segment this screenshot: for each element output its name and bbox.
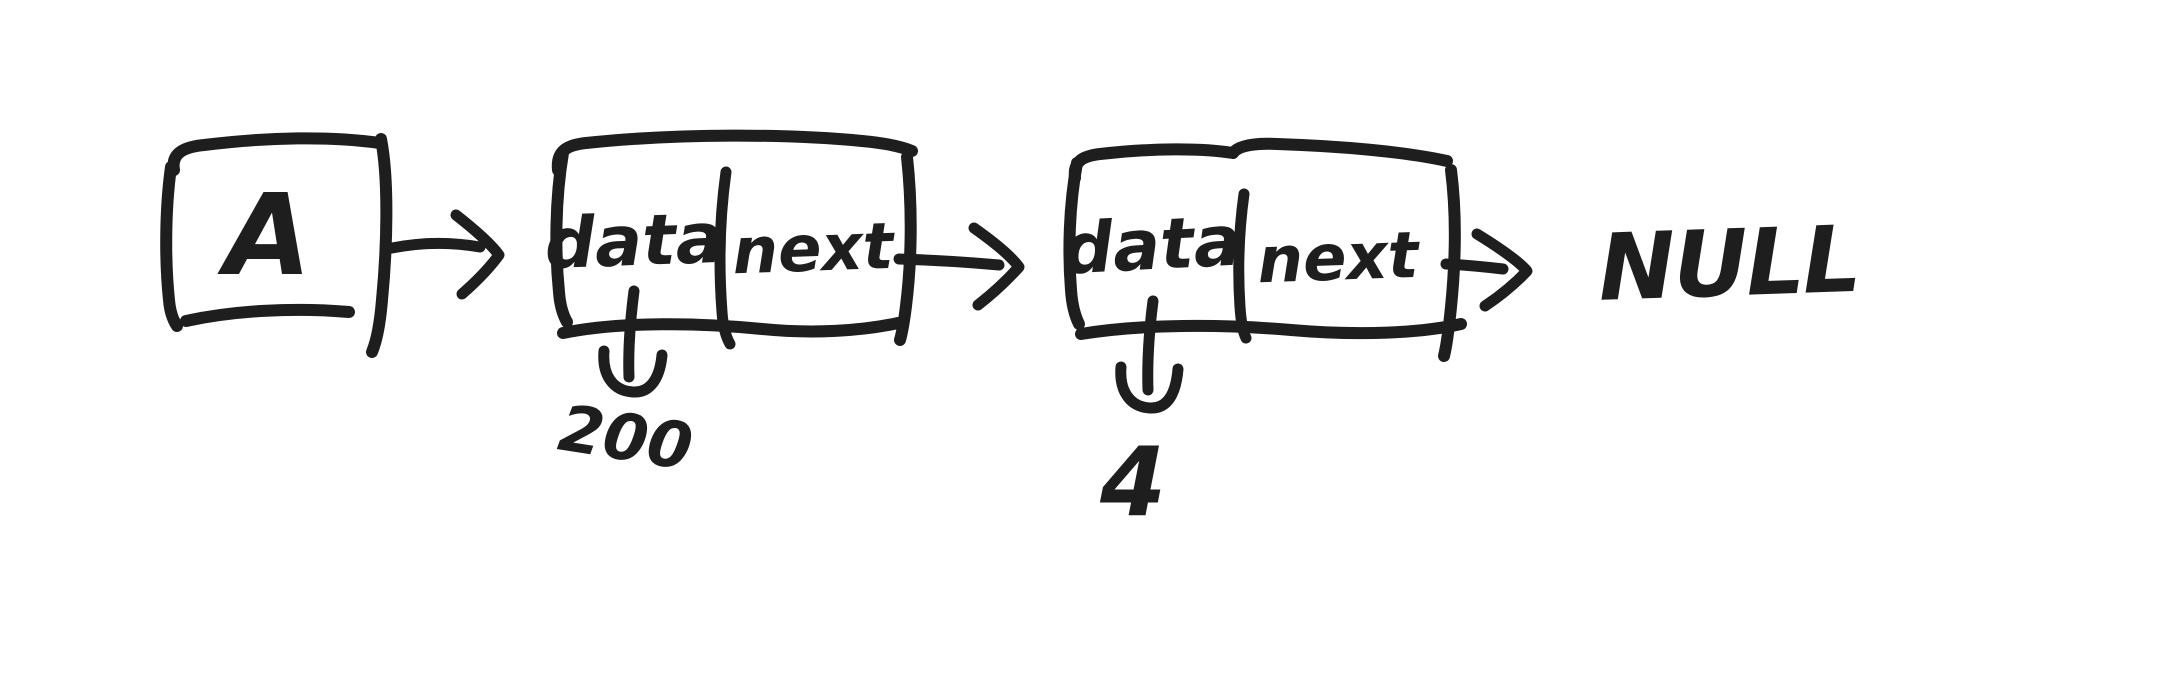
arrow-shaft (386, 237, 486, 254)
down-arrow-shaft (1142, 295, 1159, 396)
head-pointer-box: A (160, 132, 393, 358)
node2-value: 4 (1099, 428, 1166, 538)
down-arrowhead-icon (598, 345, 668, 398)
node1-value: 200 (554, 392, 698, 486)
down-arrowhead-icon (1115, 361, 1184, 414)
right-arrowhead-icon (1471, 228, 1533, 312)
head-label: A (217, 171, 312, 301)
node1-cell-divider (714, 166, 736, 350)
head-box-outline (160, 132, 393, 358)
node1-next-label: next (731, 210, 897, 290)
node2-outline (1063, 137, 1467, 362)
null-terminator-label: NULL (1597, 206, 1862, 322)
right-arrowhead-icon (968, 222, 1025, 311)
down-arrow-shaft (623, 285, 640, 383)
arrow-node1-to-node2 (893, 222, 1025, 311)
node1-data-label: data (543, 197, 724, 285)
node2-cell-divider (1233, 188, 1252, 344)
node2-box: data next (1061, 137, 1467, 362)
arrow-node2-to-null (1440, 228, 1533, 312)
node1-box: data next (543, 129, 918, 350)
node2-next-label: next (1256, 219, 1422, 299)
arrow-shaft (893, 253, 1005, 271)
node2-value-pointer: 4 (1099, 295, 1184, 538)
node1-outline (550, 129, 918, 346)
arrow-shaft (1440, 258, 1509, 275)
right-arrowhead-icon (450, 209, 505, 300)
arrow-head-to-node1 (386, 209, 505, 300)
node2-data-label: data (1061, 199, 1243, 290)
